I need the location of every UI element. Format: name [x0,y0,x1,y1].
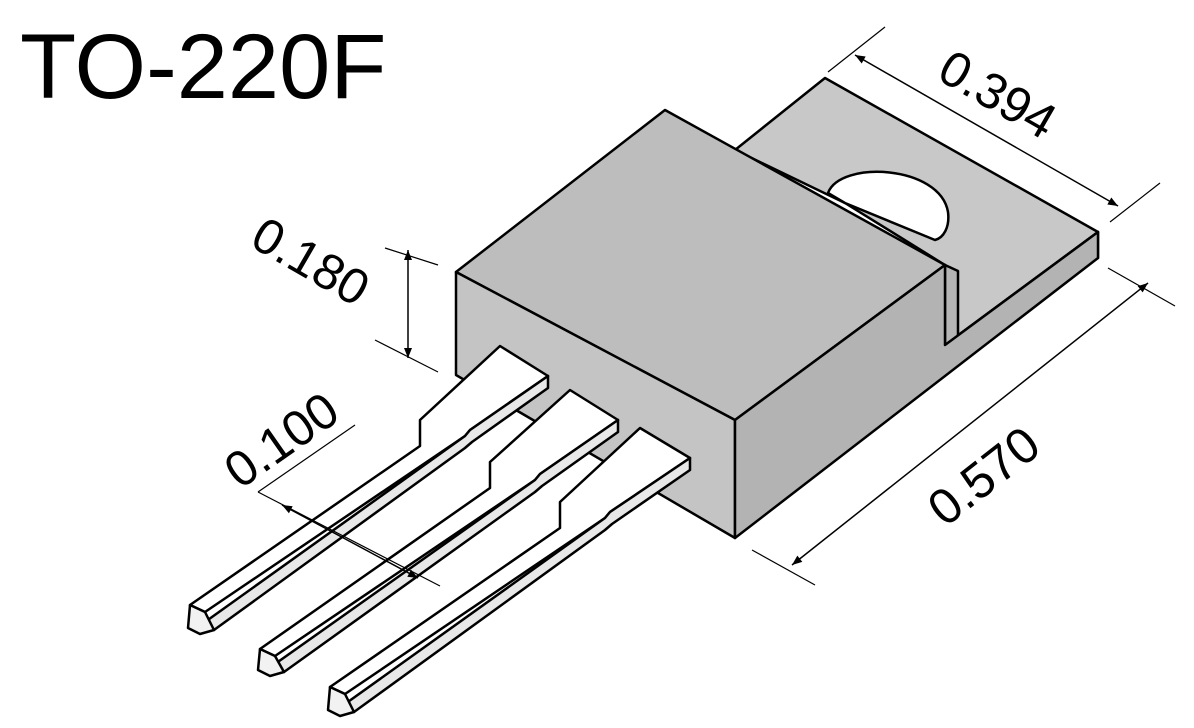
package-title: TO-220F [20,16,386,118]
extension-line [1109,182,1161,223]
dimension-body-thickness: 0.180 [243,206,439,373]
extension-line [751,549,816,586]
dimension-line [854,54,1119,207]
dimension-line [791,282,1149,566]
extension-line [257,424,356,493]
lead-2-tip [256,647,286,678]
lead-1-tip [186,603,216,636]
lead-3 [326,426,692,718]
dimension-label-body-length: 0.570 [917,416,1050,537]
extension-line [374,339,439,373]
lead-3-tip [326,685,356,718]
lead-2 [256,388,620,678]
dimension-label-lead-pitch: 0.100 [214,381,349,499]
extension-line [384,247,439,266]
dimension-label-tab-width: 0.394 [930,39,1066,150]
dimension-label-body-thickness: 0.180 [243,206,379,317]
extension-line [1107,267,1176,307]
dimension-line [281,504,419,579]
extension-line [827,26,886,73]
